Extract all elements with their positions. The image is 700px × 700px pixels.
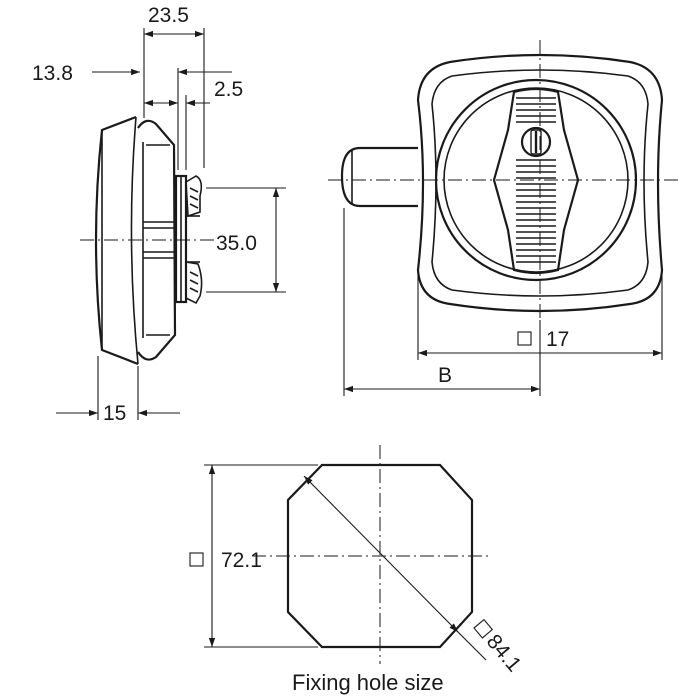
- square-symbol-icon: [189, 552, 204, 567]
- dim-overall-label: 23.5: [148, 4, 189, 27]
- dim-depth-label: 15: [103, 402, 126, 425]
- dim-flange-label: 2.5: [214, 78, 243, 101]
- handle-grips: [516, 97, 556, 263]
- front-view: 17 B: [328, 40, 680, 396]
- fixing-hole-view: 72.1 84.1 Fixing hole size: [189, 445, 526, 695]
- side-clip-top: [185, 175, 203, 218]
- side-cover: [94, 115, 139, 366]
- key-cylinder-icon: [520, 126, 552, 158]
- front-escutcheon: [416, 53, 664, 313]
- diagonal-label-group: 84.1: [473, 618, 526, 676]
- dim-diagonal-label: 84.1: [482, 630, 526, 676]
- fixing-hole-caption: Fixing hole size: [292, 670, 444, 695]
- front-handle: [492, 87, 580, 275]
- dim-square-label: 17: [546, 328, 569, 351]
- dim-height-label: 35.0: [216, 232, 257, 255]
- dim-offset-label: 13.8: [32, 62, 73, 85]
- dim-side-label: 72.1: [221, 549, 262, 572]
- side-body: [137, 119, 177, 361]
- square-symbol-icon: [473, 618, 494, 639]
- side-clip-bottom: [185, 261, 203, 305]
- square-symbol-icon: [517, 331, 532, 346]
- front-shaft: [340, 146, 418, 208]
- dim-b-label: B: [438, 364, 452, 387]
- side-view: 23.5 13.8 2.5 35.0 15: [32, 4, 286, 425]
